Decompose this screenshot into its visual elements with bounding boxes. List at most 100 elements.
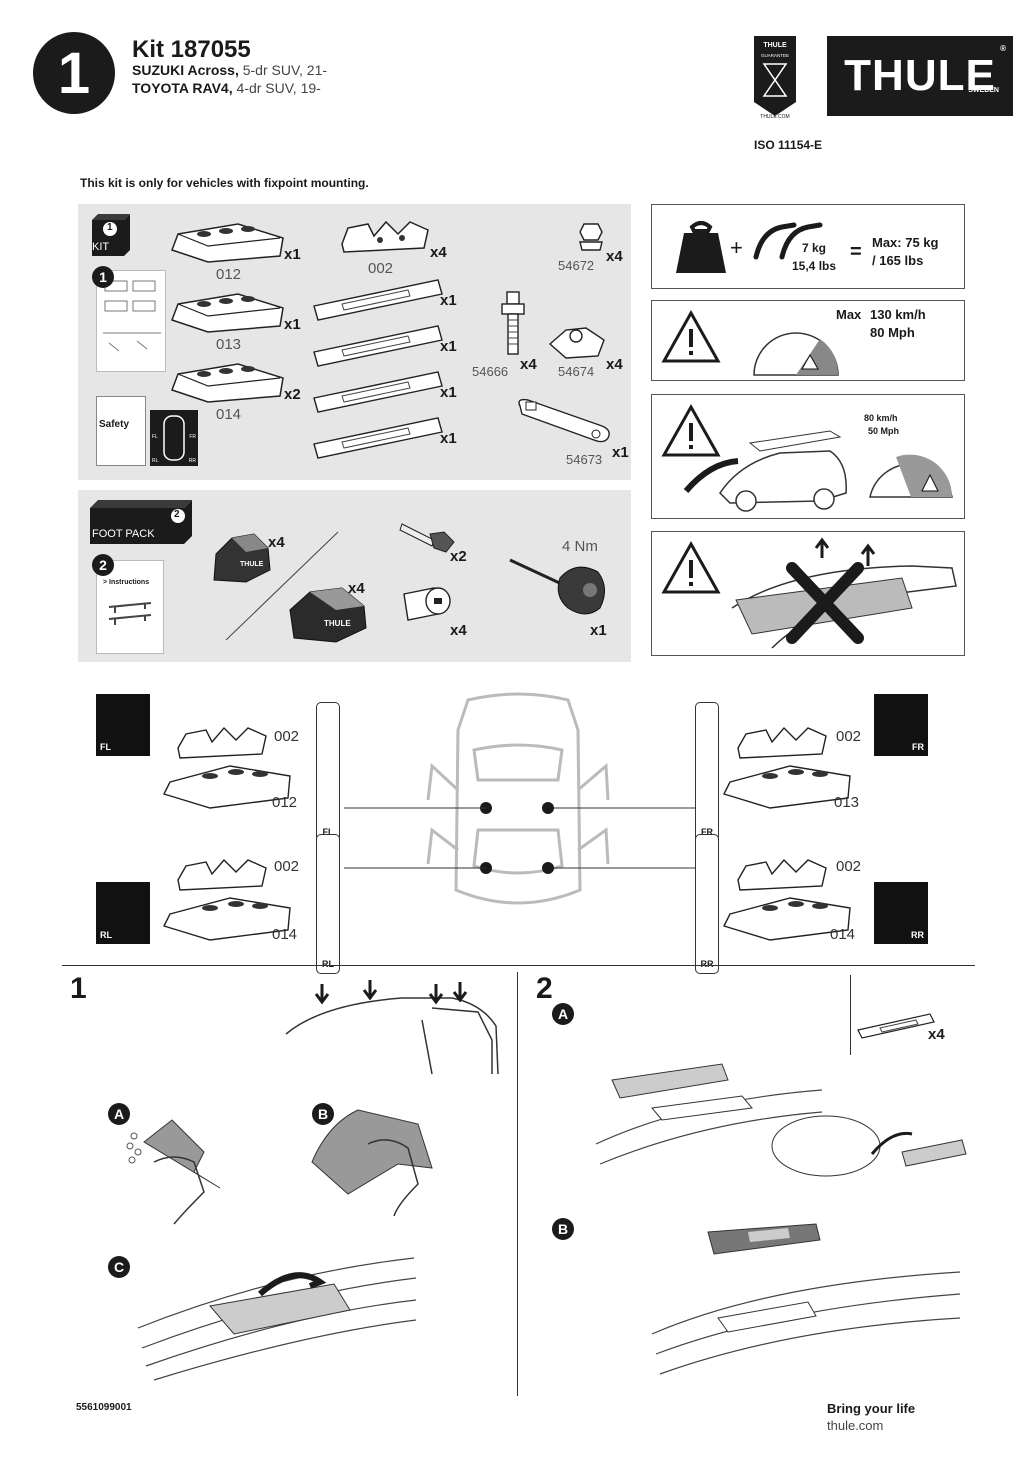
loading-speed-kmh: 80 km/h xyxy=(864,413,898,423)
speed-mph: 80 Mph xyxy=(870,325,915,340)
step-2-number: 2 xyxy=(536,972,553,1005)
thule-logo: THULE SWEDEN ® xyxy=(827,36,1013,116)
no-lift-illustration xyxy=(731,537,957,649)
rl-pad: RL xyxy=(316,834,340,974)
loading-speed-mph: 50 Mph xyxy=(868,426,900,436)
part-code: 54666 xyxy=(472,364,509,379)
part-qty: x4 xyxy=(606,356,623,373)
instruction-num: 1 xyxy=(92,266,114,288)
rubber-pads xyxy=(313,279,443,459)
divider-line xyxy=(225,531,339,641)
part-code: 012 xyxy=(216,266,242,283)
fixpoint-note: This kit is only for vehicles with fixpo… xyxy=(80,176,369,190)
step-1-c-marker: C xyxy=(108,1256,130,1278)
max-load-lbs: / 165 lbs xyxy=(872,253,924,268)
kit-box-icon: 1 KIT xyxy=(88,212,132,263)
part-qty: x1 xyxy=(284,316,301,333)
base-014 xyxy=(171,363,284,403)
column-divider xyxy=(517,972,518,1396)
part-qty: x4 xyxy=(520,356,537,373)
step-2-b-marker: B xyxy=(552,1218,574,1240)
kit-title: Kit 187055 xyxy=(132,36,251,63)
base-012 xyxy=(171,223,284,263)
step-1-number: 1 xyxy=(70,972,87,1005)
foot-instruction-num: 2 xyxy=(92,554,114,576)
part-code: 002 xyxy=(368,260,394,277)
key-qty: x2 xyxy=(450,548,467,565)
warning-triangle-icon xyxy=(661,403,721,457)
position-map: FL FR RL RR xyxy=(150,410,198,466)
loading-warning: 80 km/h 50 Mph xyxy=(651,394,965,519)
fl-tag: FL xyxy=(96,694,150,756)
step-badge: 1 xyxy=(33,32,115,114)
wipe-cloth-illustration xyxy=(311,1109,433,1217)
foot-qty-2: x4 xyxy=(348,580,365,597)
rr-pad: RR xyxy=(695,834,719,974)
bracket-002 xyxy=(341,220,429,253)
max-load: Max: 75 kg xyxy=(872,235,939,250)
load-warning: + 7 kg 15,4 lbs = Max: 75 kg / 165 lbs xyxy=(651,204,965,289)
svg-text:THULE: THULE xyxy=(240,561,264,568)
rl-bracket-code: 002 xyxy=(274,858,300,875)
remove-cover-illustration xyxy=(595,1063,967,1177)
foot-pack-box-icon: 2 FOOT PACK xyxy=(88,498,196,549)
part-qty: x1 xyxy=(440,384,457,401)
svg-text:THULE: THULE xyxy=(324,619,351,628)
foot-qty-1: x4 xyxy=(268,534,285,551)
speedometer-icon xyxy=(753,332,839,376)
plus-sign: + xyxy=(730,235,743,260)
inset-divider xyxy=(850,975,851,1055)
weight-icon xyxy=(676,221,726,273)
torque-tool-icon xyxy=(509,558,605,615)
fl-bracket-code: 002 xyxy=(274,728,300,745)
part-qty: x4 xyxy=(606,248,623,265)
nut-54672 xyxy=(579,223,603,251)
part-code: 54674 xyxy=(558,364,595,379)
part-qty: x1 xyxy=(284,246,301,263)
fl-assembly xyxy=(163,726,291,809)
step-1-a-marker: A xyxy=(108,1103,130,1125)
equals-sign: = xyxy=(850,241,862,263)
safety-document: Safety xyxy=(96,396,146,466)
iso-standard: ISO 11154-E xyxy=(754,138,823,152)
part-qty: x4 xyxy=(430,244,447,261)
speed-max-label: Max xyxy=(836,307,862,322)
key-icon xyxy=(399,523,455,553)
fixpoint-cover-illustration xyxy=(137,1257,417,1381)
tool-qty: x1 xyxy=(590,622,607,639)
rr-tag: RR xyxy=(874,882,928,944)
roof-bars-icon xyxy=(753,222,823,260)
speed-kmh: 130 km/h xyxy=(870,307,926,322)
vehicle-line-2: TOYOTA RAV4, 4-dr SUV, 19- xyxy=(132,80,321,96)
position-lines xyxy=(344,807,696,869)
rr-assembly xyxy=(723,858,851,941)
bolt-54666 xyxy=(501,291,525,355)
part-qty: x1 xyxy=(440,292,457,309)
instruction-sheet xyxy=(96,270,166,372)
rr-bracket-code: 002 xyxy=(836,858,862,875)
document-code: 5561099001 xyxy=(76,1402,132,1413)
rl-tag: RL xyxy=(96,882,150,944)
part-code: 54673 xyxy=(566,452,603,467)
fr-base-code: 013 xyxy=(834,794,860,811)
rack-weight: 7 kg xyxy=(802,241,827,255)
vehicle-line-1: SUZUKI Across, 5-dr SUV, 21- xyxy=(132,62,328,78)
part-qty: x1 xyxy=(440,430,457,447)
no-lift-warning xyxy=(651,531,965,656)
clean-spray-illustration xyxy=(126,1119,221,1225)
base-013 xyxy=(171,293,284,333)
fr-tag: FR xyxy=(874,694,928,756)
rr-base-code: 014 xyxy=(830,926,856,943)
car-loading-illustration xyxy=(683,430,847,512)
part-code: 54672 xyxy=(558,258,595,273)
speedometer-icon xyxy=(869,454,953,498)
fr-pad: FR xyxy=(695,702,719,842)
step-1-b-marker: B xyxy=(312,1103,334,1125)
wrench-54673 xyxy=(518,398,610,443)
insert-pad-illustration xyxy=(651,1223,961,1375)
part-code: 013 xyxy=(216,336,242,353)
fr-assembly xyxy=(723,726,851,809)
website: thule.com xyxy=(827,1418,884,1433)
part-qty: x1 xyxy=(612,444,629,461)
car-top-view xyxy=(426,692,610,905)
